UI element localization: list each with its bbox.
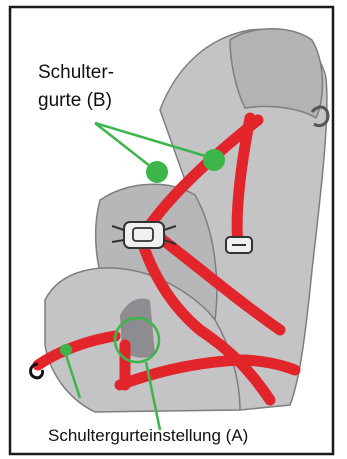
callout-dot-right-belt xyxy=(203,149,225,171)
harness-buckle-icon xyxy=(226,237,252,253)
callout-line-b-1 xyxy=(95,123,155,170)
label-shoulder-belts-line2: gurte (B) xyxy=(38,90,112,112)
child-car-seat-illustration xyxy=(45,29,328,412)
seat-headrest-wing xyxy=(230,29,322,118)
label-shoulder-belts-line1: Schulter- xyxy=(38,62,114,84)
callout-dot-left-belt xyxy=(146,161,168,183)
callout-dot-adjuster xyxy=(60,344,72,356)
label-shoulder-belt-adjustment: Schultergurteinstellung (A) xyxy=(48,426,248,446)
